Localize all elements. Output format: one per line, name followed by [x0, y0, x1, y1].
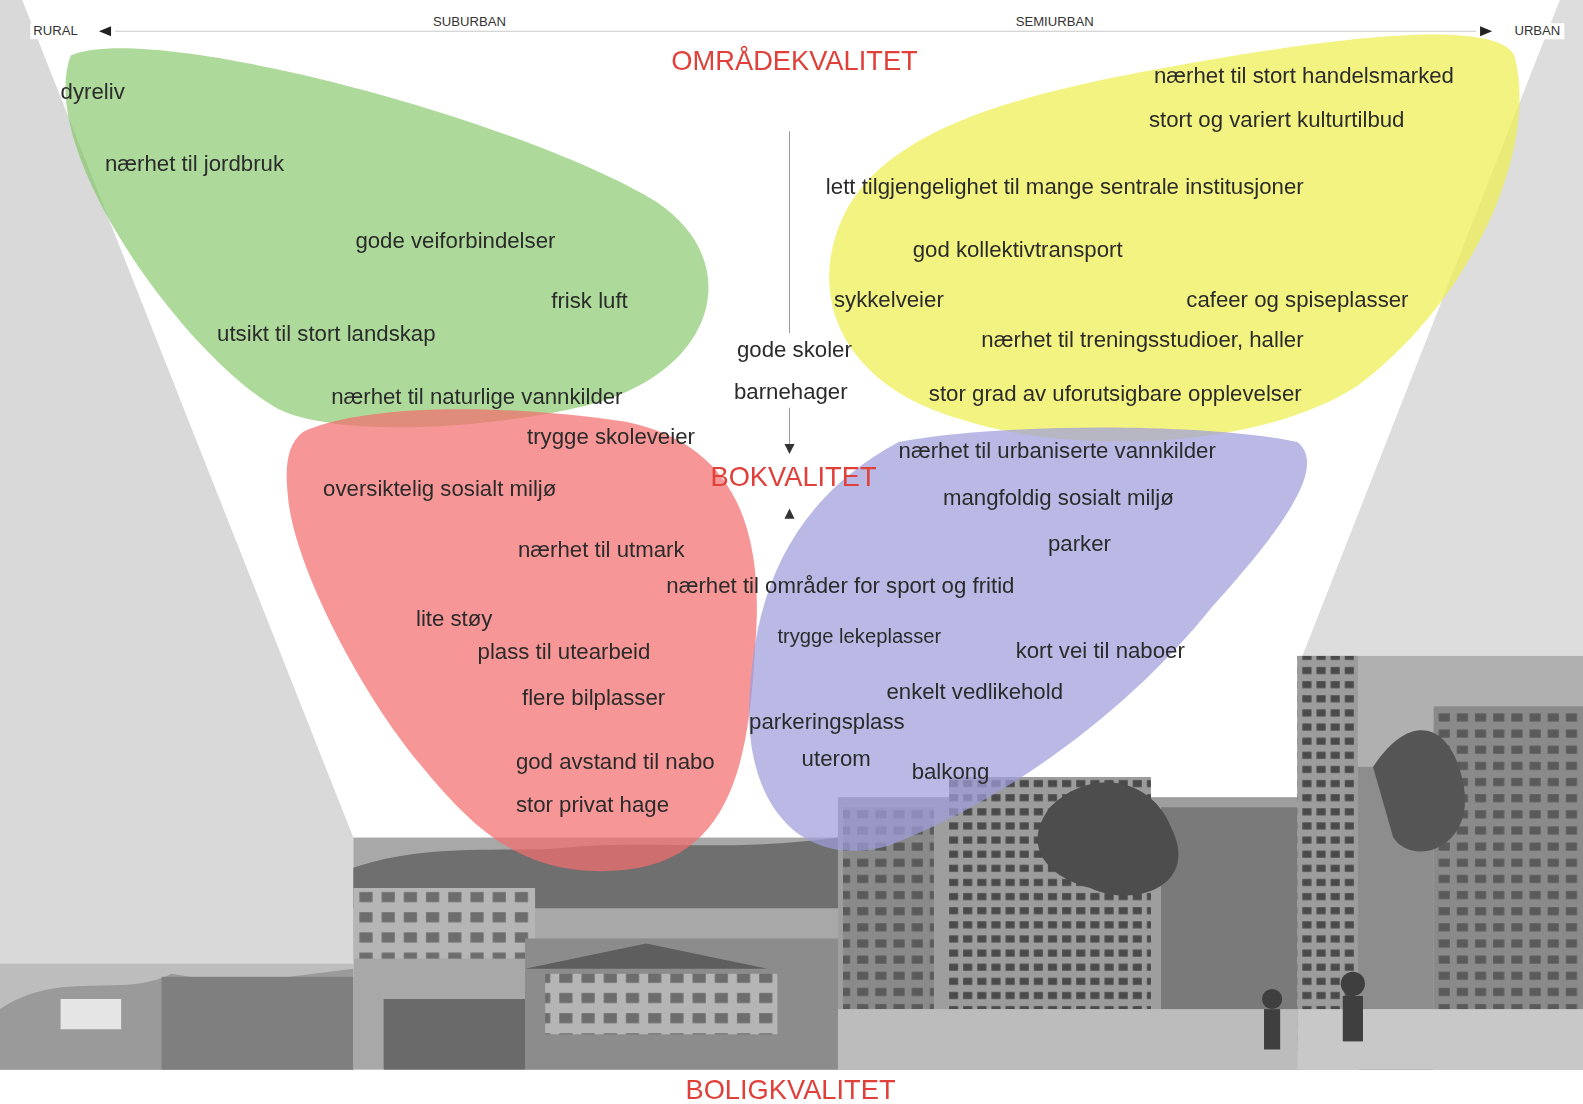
quality-term: uterom: [802, 746, 871, 772]
quality-term: nærhet til områder for sport og fritid: [666, 573, 1014, 599]
region-blob: [65, 48, 708, 427]
yellow-region: nærhet til stort handelsmarked stort og v…: [798, 15, 1545, 469]
quality-term: plass til utearbeid: [478, 639, 651, 665]
axis-label: RURAL: [30, 23, 81, 38]
quality-term: lett tilgjengelighet til mange sentrale …: [826, 174, 1304, 200]
quality-term: stort og variert kulturtilbud: [1149, 107, 1405, 133]
axis-label: URBAN: [1511, 23, 1563, 38]
green-region: dyreliv nærhet til jordbruk gode veiforbin…: [30, 15, 737, 449]
quality-term: parker: [1048, 531, 1111, 557]
quality-term: parkeringsplass: [749, 708, 905, 734]
quality-term: barnehager: [734, 378, 848, 404]
quality-term: frisk luft: [551, 288, 628, 314]
region-blob: [829, 34, 1519, 441]
quality-term: cafeer og spiseplasser: [1186, 287, 1408, 313]
red-region: trygge skoleveier oversiktelig sosialt mi…: [273, 399, 778, 888]
quality-term: dyreliv: [61, 79, 125, 105]
axis-label: SEMIURBAN: [1013, 14, 1097, 29]
quality-term: nærhet til urbaniserte vannkilder: [899, 438, 1216, 464]
quality-term: nærhet til treningsstudioer, haller: [981, 327, 1303, 353]
quality-term: sykkelveier: [834, 287, 944, 313]
quality-term: gode veiforbindelser: [355, 228, 555, 254]
quality-term: god avstand til nabo: [516, 749, 715, 775]
quality-heading: BOKVALITET: [710, 461, 876, 493]
quality-term: utsikt til stort landskap: [217, 321, 436, 347]
region-blob: [287, 409, 757, 871]
quality-term: balkong: [912, 759, 990, 785]
quality-term: god kollektivtransport: [913, 237, 1123, 263]
quality-term: enkelt vedlikehold: [886, 679, 1063, 705]
quality-term: oversiktelig sosialt miljø: [323, 476, 556, 502]
quality-term: trygge skoleveier: [527, 424, 695, 450]
quality-term: mangfoldig sosialt miljø: [943, 484, 1174, 510]
axis-label: SUBURBAN: [430, 14, 509, 29]
quality-term: trygge lekeplasser: [777, 623, 941, 649]
quality-term: flere bilplasser: [522, 685, 665, 711]
quality-term: stor privat hage: [516, 792, 669, 818]
quality-term: nærhet til utmark: [518, 537, 685, 563]
quality-term: nærhet til stort handelsmarked: [1154, 63, 1454, 89]
quality-heading: OMRÅDEKVALITET: [671, 44, 917, 76]
quality-term: stor grad av uforutsigbare opplevelser: [929, 380, 1302, 406]
quality-heading: BOLIGKVALITET: [685, 1074, 895, 1104]
quality-term: nærhet til jordbruk: [105, 150, 284, 176]
quality-term: kort vei til naboer: [1016, 638, 1185, 664]
quality-term: gode skoler: [737, 337, 852, 363]
quality-term: lite støy: [416, 605, 493, 631]
quality-term: nærhet til naturlige vannkilder: [331, 383, 622, 409]
